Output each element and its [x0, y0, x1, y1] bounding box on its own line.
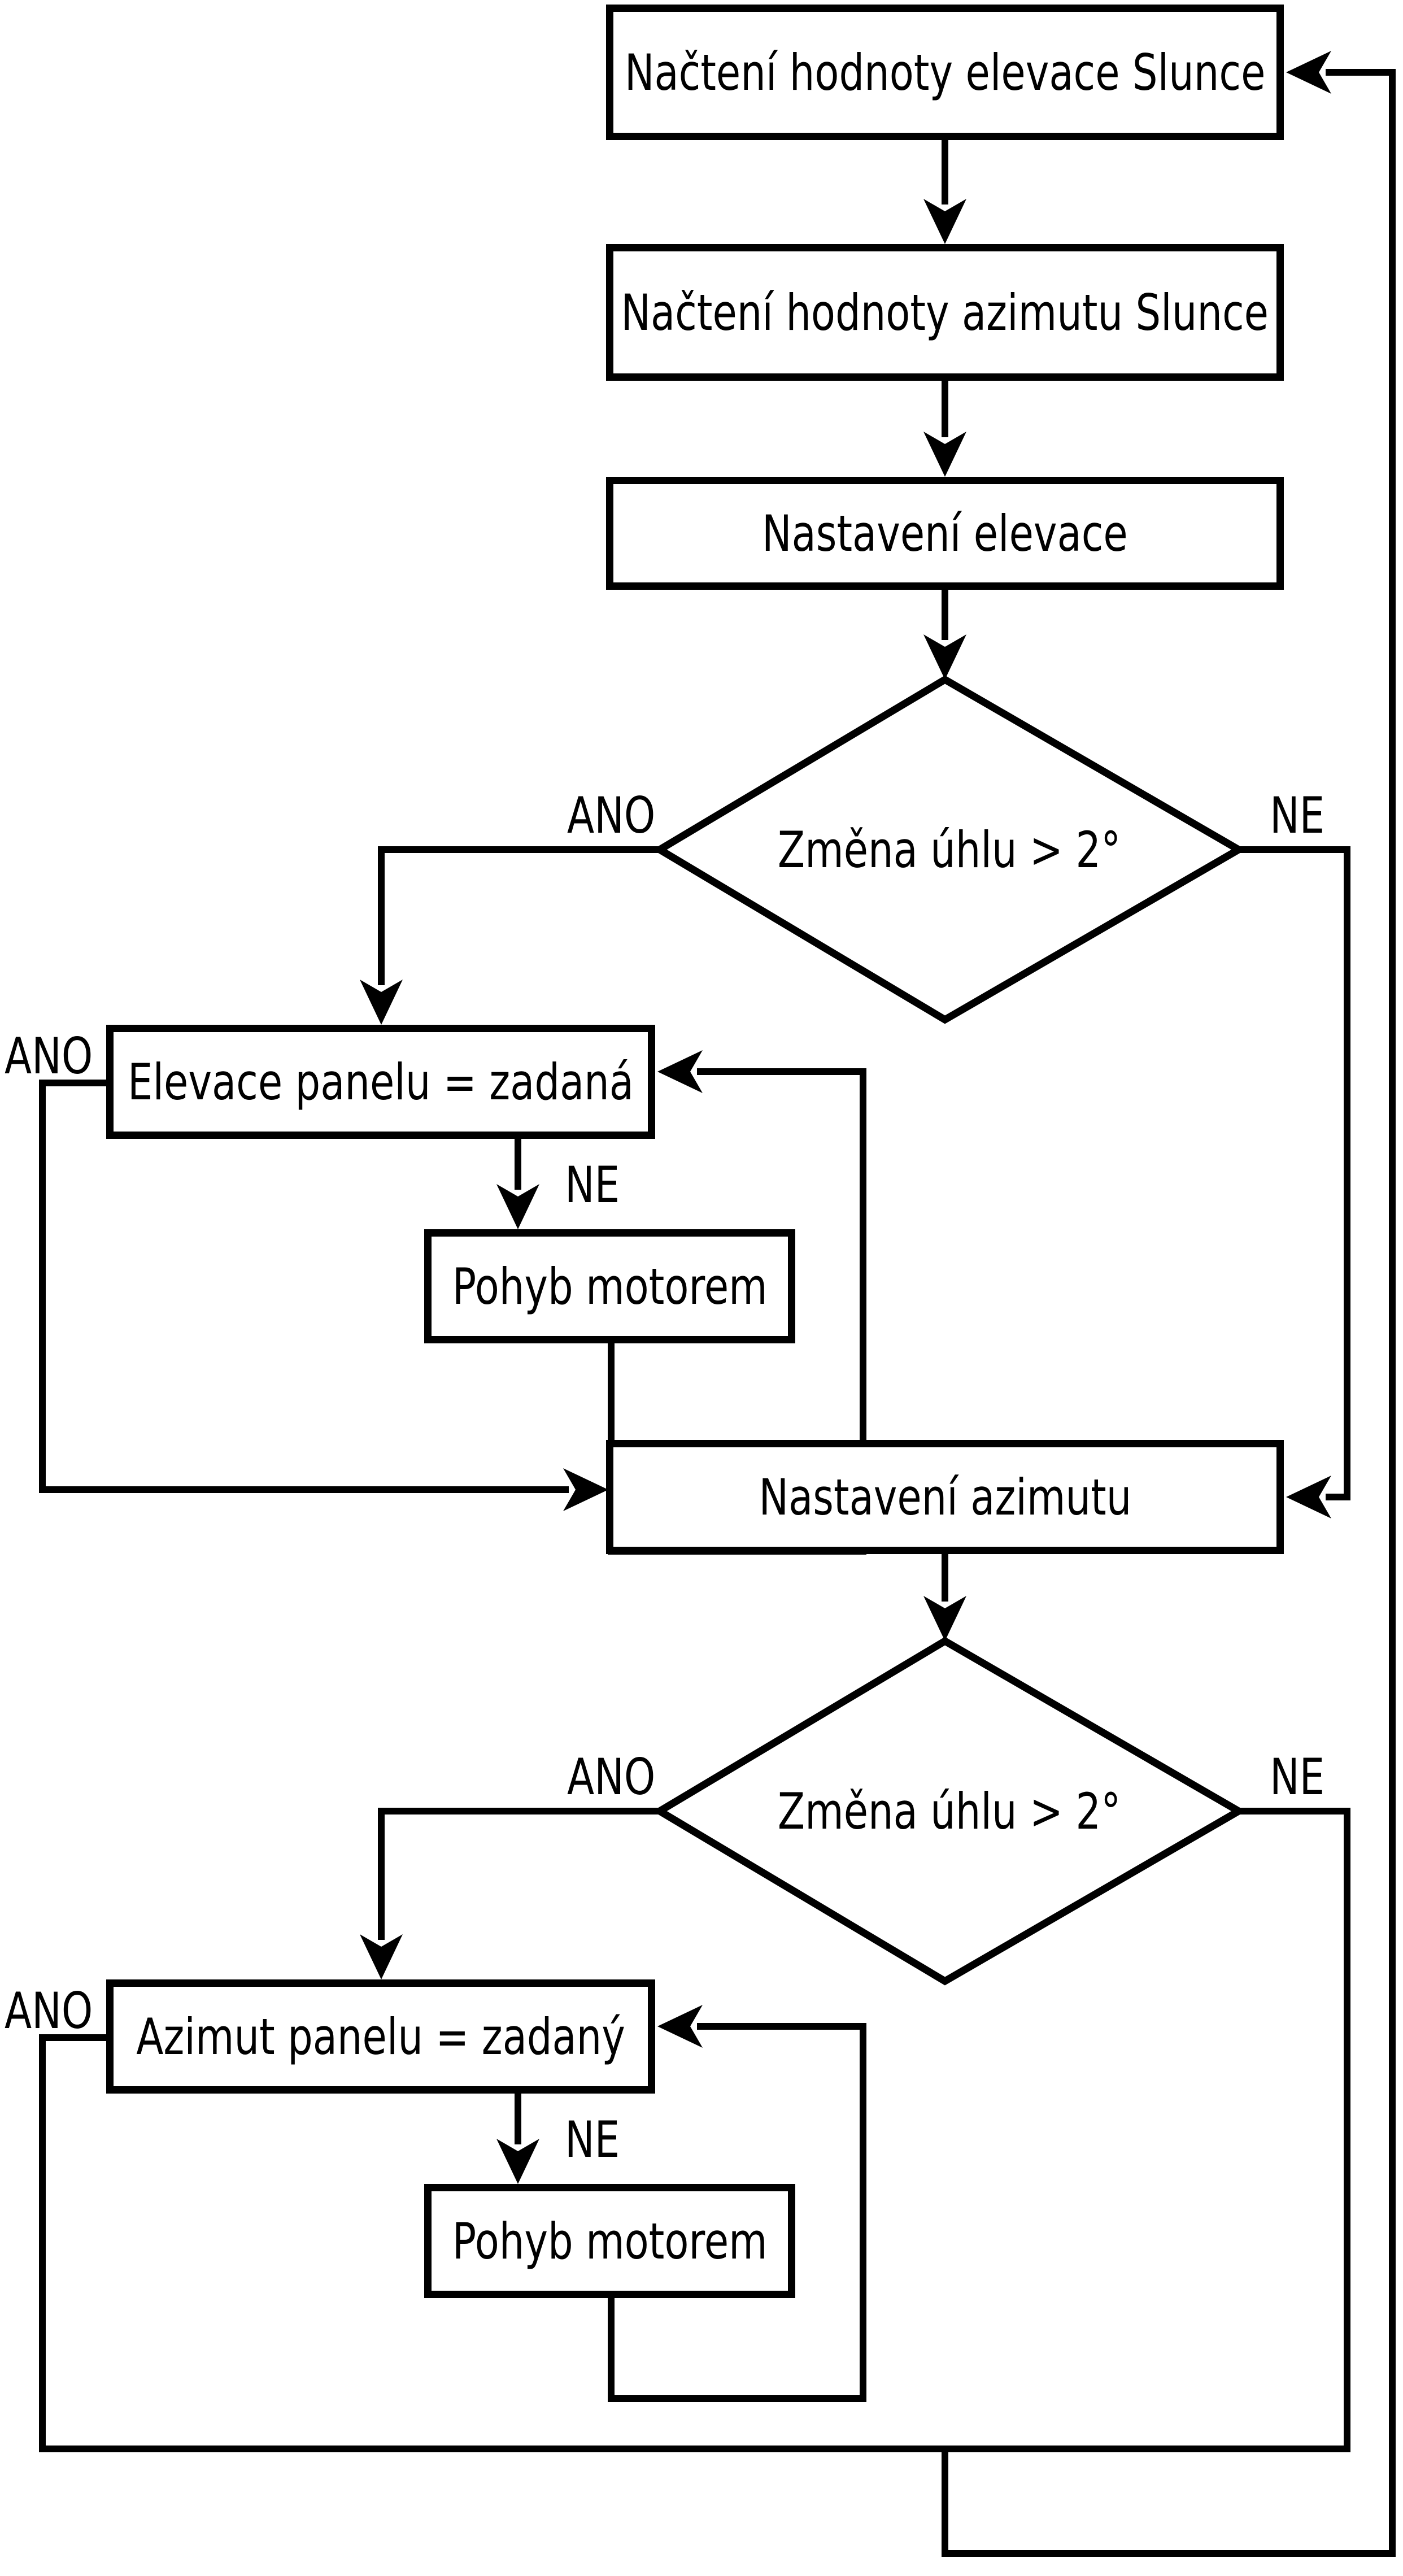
edge-azimuth-motor-loop — [608, 2023, 866, 2402]
decision-diamond-azimuth — [652, 1637, 1246, 1986]
arrowhead-down-icon — [923, 432, 966, 477]
node-azimuth-panel-equal: Azimut panelu = zadaný — [106, 1979, 655, 2094]
edge-azimuth-decision-ano — [378, 1808, 660, 1940]
edge-label-elevation-decision-ne: NE — [1270, 786, 1325, 845]
decision-diamond-elevation — [652, 675, 1246, 1024]
node-azimuth-motor-move: Pohyb motorem — [424, 2184, 795, 2298]
node-load-azimuth: Načtení hodnoty azimutu Slunce — [606, 244, 1284, 381]
node-set-azimuth-label: Nastavení azimutu — [759, 1468, 1131, 1526]
arrowhead-down-icon — [496, 2139, 539, 2184]
arrowhead-down-icon — [923, 634, 966, 680]
edge-elevation-decision-ne — [1239, 846, 1350, 1500]
node-load-elevation-label: Načtení hodnoty elevace Slunce — [624, 43, 1266, 102]
node-elevation-panel-equal: Elevace panelu = zadaná — [106, 1025, 655, 1139]
arrowhead-left-icon — [1286, 1476, 1331, 1518]
node-set-elevation-label: Nastavení elevace — [762, 504, 1128, 563]
arrowhead-down-icon — [923, 1596, 966, 1641]
arrowhead-down-icon — [923, 199, 966, 244]
arrowhead-left-icon — [1286, 51, 1331, 94]
node-load-azimuth-label: Načtení hodnoty azimutu Slunce — [621, 283, 1269, 342]
arrowhead-down-icon — [360, 980, 403, 1025]
edge-label-elevation-equal-ano: ANO — [5, 1027, 93, 1085]
node-elevation-motor-move-label: Pohyb motorem — [452, 1257, 768, 1316]
node-set-elevation: Nastavení elevace — [606, 477, 1284, 590]
node-set-azimuth: Nastavení azimutu — [606, 1440, 1284, 1554]
arrowhead-down-icon — [496, 1184, 539, 1229]
edge-elevation-equal-ano — [39, 1080, 569, 1493]
node-load-elevation: Načtení hodnoty elevace Slunce — [606, 5, 1284, 140]
arrowhead-right-icon — [563, 1468, 608, 1511]
arrowhead-down-icon — [360, 1934, 403, 1979]
arrowhead-left-icon — [657, 1050, 703, 1093]
edge-label-elevation-decision-ano: ANO — [567, 786, 655, 845]
node-azimuth-motor-move-label: Pohyb motorem — [452, 2212, 768, 2270]
edge-label-azimuth-decision-ano: ANO — [567, 1748, 655, 1806]
edge-label-azimuth-equal-ne: NE — [565, 2111, 620, 2169]
node-elevation-motor-move: Pohyb motorem — [424, 1229, 795, 1343]
edge-azimuth-decision-ne — [1239, 1808, 1350, 2452]
edge-elevation-decision-ano — [378, 846, 660, 985]
edge-label-elevation-equal-ne: NE — [565, 1156, 620, 1214]
node-azimuth-panel-equal-label: Azimut panelu = zadaný — [136, 2007, 625, 2066]
arrowhead-left-icon — [657, 2005, 703, 2048]
edge-label-azimuth-equal-ano: ANO — [5, 1982, 93, 2040]
edge-return-to-start — [942, 69, 1396, 2557]
edge-azimuth-equal-ano — [39, 2034, 106, 2452]
edge-label-azimuth-decision-ne: NE — [1270, 1748, 1325, 1806]
node-elevation-panel-equal-label: Elevace panelu = zadaná — [128, 1052, 634, 1111]
